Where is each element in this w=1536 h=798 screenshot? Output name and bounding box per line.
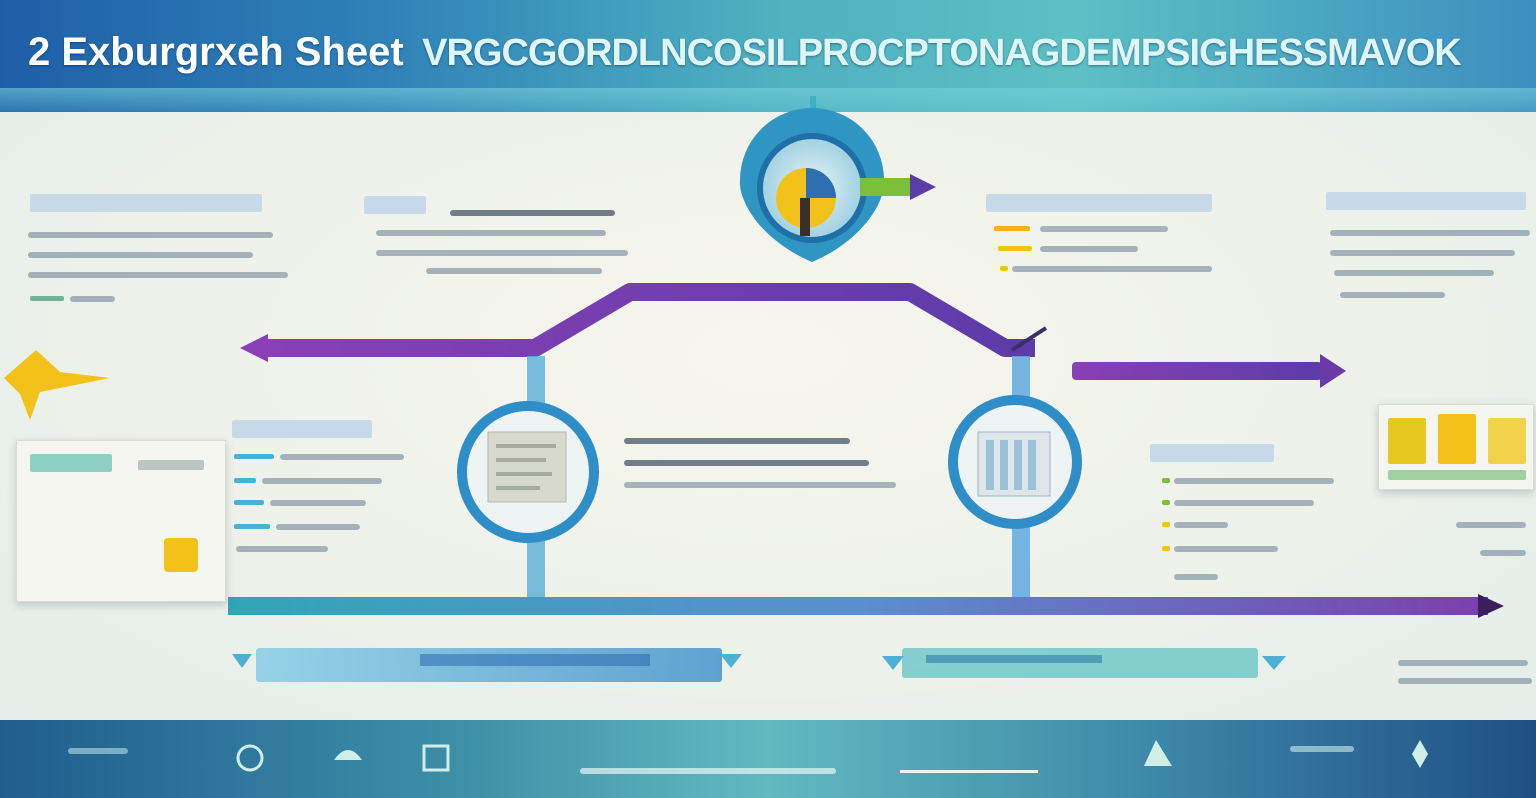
mini-bar: [1488, 418, 1526, 464]
section-left-heading: [30, 194, 262, 212]
band-left-line: [420, 654, 650, 666]
text-bullet: [234, 454, 274, 459]
magnifier-icon: [948, 395, 1082, 529]
text-bullet: [1000, 266, 1008, 271]
band-right-line: [926, 655, 1102, 663]
text-line: [376, 250, 628, 256]
text-bullet: [234, 500, 264, 505]
timeline-arrow-icon: [1478, 594, 1504, 618]
text-line: [1330, 250, 1515, 256]
text-line: [1340, 292, 1445, 298]
magnifier-icon: [457, 401, 599, 543]
text-line: [624, 438, 850, 444]
text-bullet: [30, 296, 64, 301]
title-main: 2 Exburgrxeh Sheet: [28, 30, 404, 74]
section-list-heading: [1150, 444, 1274, 462]
connector-tick: [1010, 326, 1048, 352]
text-line: [1174, 574, 1218, 580]
mini-bar: [1438, 414, 1476, 464]
text-line: [1334, 270, 1494, 276]
text-line: [1174, 522, 1228, 528]
arrow-right-icon: [1320, 354, 1346, 388]
text-line: [1330, 230, 1530, 236]
text-line: [624, 482, 896, 488]
text-bullet: [234, 478, 256, 483]
text-line: [1174, 546, 1278, 552]
text-line: [1398, 660, 1528, 666]
text-line: [1398, 678, 1532, 684]
text-line: [236, 546, 328, 552]
chevron-down-icon: [720, 654, 742, 668]
chevron-down-icon: [882, 656, 904, 670]
section-right-heading: [986, 194, 1212, 212]
title-subtitle: VRGCGORDLNCOSILPROCPTONAGDEMPSIGHESSMAVO…: [422, 32, 1462, 74]
section-list-heading: [232, 420, 372, 438]
text-bullet: [994, 226, 1030, 231]
section-far-right-heading: [1326, 192, 1526, 210]
text-line: [1174, 478, 1334, 484]
text-line: [624, 460, 869, 466]
page-title: 2 Exburgrxeh Sheet VRGCGORDLNCOSILPROCPT…: [28, 22, 1462, 82]
text-line: [270, 500, 366, 506]
pin-arrow-bar: [860, 178, 912, 196]
text-line: [1040, 226, 1168, 232]
text-bullet: [1162, 522, 1170, 527]
footer-bar: [0, 720, 1536, 798]
chevron-down-icon: [1262, 656, 1286, 670]
mini-bar: [1388, 418, 1426, 464]
card-badge: [30, 454, 112, 472]
text-line: [1012, 266, 1212, 272]
text-bullet: [1162, 546, 1170, 551]
section-mid-heading: [364, 196, 426, 214]
chevron-down-icon: [232, 654, 252, 668]
card-label: [138, 460, 204, 470]
text-line: [1456, 522, 1526, 528]
timeline-bar: [228, 597, 1488, 615]
text-line: [280, 454, 404, 460]
text-bullet: [234, 524, 270, 529]
text-line: [1480, 550, 1526, 556]
pin-arrow-icon: [910, 174, 936, 200]
text-line: [276, 524, 360, 530]
text-bullet: [1162, 500, 1170, 505]
text-line: [28, 232, 273, 238]
text-bullet: [998, 246, 1032, 251]
text-line: [262, 478, 382, 484]
mini-baseline: [1388, 470, 1526, 480]
text-line: [426, 268, 602, 274]
pin-icon: [739, 108, 885, 262]
text-line: [1174, 500, 1314, 506]
arrow-left-icon: [240, 334, 268, 362]
process-path-upper: [260, 283, 1035, 357]
text-line: [70, 296, 115, 302]
text-line: [450, 210, 615, 216]
text-line: [1040, 246, 1138, 252]
star-icon: [4, 350, 110, 420]
card-icon: [164, 538, 198, 572]
text-line: [376, 230, 606, 236]
text-line: [28, 252, 253, 258]
text-bullet: [1162, 478, 1170, 483]
text-line: [28, 272, 288, 278]
arrow-right-bar: [1072, 362, 1322, 380]
